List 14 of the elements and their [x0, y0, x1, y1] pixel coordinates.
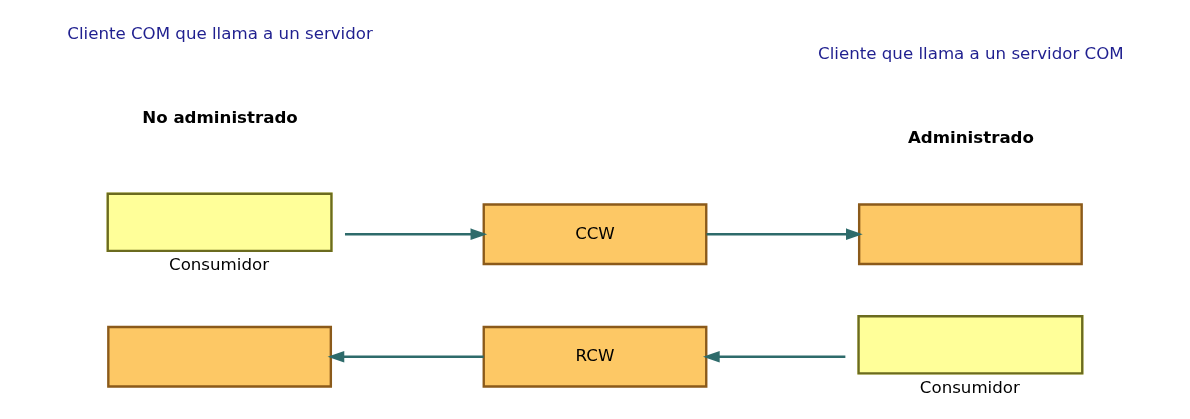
arrow: [327, 350, 484, 363]
label: No administrado: [142, 108, 298, 128]
arrow: [706, 228, 863, 241]
node-label: Consumidor: [169, 255, 269, 275]
node-box: [857, 203, 1083, 266]
arrow: [703, 350, 846, 363]
label: Administrado: [907, 128, 1034, 148]
arrow: [345, 228, 488, 241]
node-box: CCW: [482, 203, 708, 266]
node-box: [107, 325, 333, 388]
node-label: Consumidor: [919, 377, 1020, 397]
label: Cliente COM que llama a un servidor: [67, 23, 373, 43]
label: Cliente que llama a un servidor COM: [818, 43, 1124, 63]
node-box: RCW: [482, 325, 708, 388]
